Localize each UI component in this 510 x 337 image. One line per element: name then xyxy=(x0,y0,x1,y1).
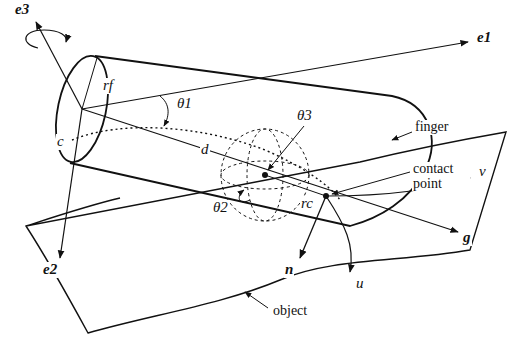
dotted-curve xyxy=(72,128,340,200)
normal-name: n xyxy=(284,262,294,278)
axis-g xyxy=(82,109,458,232)
axis-name: e2 xyxy=(42,262,58,278)
axis-e2 xyxy=(60,109,82,258)
axis-name: e1 xyxy=(476,30,492,46)
angle-name: θ1 xyxy=(176,96,193,112)
angle-name: θ3 xyxy=(296,108,313,124)
axis-e3 xyxy=(36,22,82,109)
axis-name: v xyxy=(478,164,487,180)
rotation-arrow xyxy=(26,30,66,48)
radius-name: rc xyxy=(300,196,314,212)
axis-e1 xyxy=(82,42,468,109)
leader-theta3 xyxy=(268,126,304,170)
sphere-meridian xyxy=(247,129,283,221)
axis-name: u xyxy=(355,276,365,292)
contact-sphere xyxy=(221,129,309,221)
finger-body xyxy=(70,56,432,226)
radius-rf xyxy=(82,58,97,109)
u-curve xyxy=(326,196,351,272)
axis-name: g xyxy=(462,230,472,246)
distance-name: d xyxy=(200,142,210,158)
angle-name: θ2 xyxy=(212,200,229,216)
leader-object xyxy=(245,292,268,308)
angle-theta1 xyxy=(160,96,168,126)
radius-name: rf xyxy=(102,78,114,94)
point-name: c xyxy=(56,134,65,150)
sphere-equator xyxy=(221,161,309,189)
part-name: contact point xyxy=(412,162,470,191)
object-surface xyxy=(26,132,506,333)
leader-contact xyxy=(332,172,410,194)
part-name: object xyxy=(272,304,308,319)
axis-name: e3 xyxy=(14,2,30,18)
normal-arrow xyxy=(300,196,326,258)
finger-end xyxy=(47,51,116,167)
part-name: finger xyxy=(414,120,449,135)
angle-theta2 xyxy=(239,190,250,202)
radius-rc xyxy=(265,175,326,196)
leader-finger xyxy=(392,132,412,140)
sphere-center xyxy=(262,172,268,178)
